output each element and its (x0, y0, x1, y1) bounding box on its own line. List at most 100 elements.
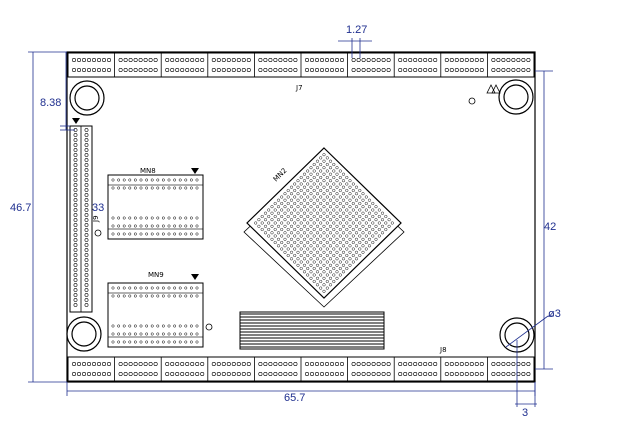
bga-ball (312, 188, 316, 193)
ball-pad (145, 232, 149, 236)
ball-pad (156, 294, 160, 298)
bga-ball (345, 240, 349, 245)
bga-ball (322, 185, 326, 189)
bga-ball (364, 208, 368, 212)
bga-ball (312, 253, 316, 258)
pin-hole (521, 361, 526, 366)
bga-ball (335, 218, 339, 222)
pin-hole (408, 57, 413, 62)
pin-hole (334, 371, 339, 376)
pin1-marker-icon (191, 168, 199, 174)
pin-hole (268, 68, 273, 73)
pin-hole (236, 361, 241, 366)
pin-hole (73, 153, 78, 157)
bga-ball (267, 208, 271, 212)
pin-hole (143, 57, 148, 62)
bga-ball (309, 224, 313, 228)
pin-hole (526, 57, 531, 62)
bga-ball (312, 208, 316, 212)
bga-ball (325, 260, 329, 264)
pin-hole (73, 293, 78, 297)
pin-hole (278, 371, 283, 376)
ball-pad (117, 178, 121, 182)
bga-ball (325, 195, 329, 199)
bga-ball (345, 221, 349, 225)
bga-ball (293, 227, 297, 232)
pin-hole (241, 371, 246, 376)
pin-hole (84, 278, 89, 282)
bga-ball (338, 182, 342, 186)
pin-hole (73, 248, 78, 252)
ball-pad (184, 216, 188, 220)
bga-ball (319, 208, 323, 212)
bga-ball (328, 166, 333, 170)
chip-upper (107, 168, 204, 240)
bga-ball (293, 214, 297, 219)
pin-hole (319, 361, 324, 366)
mounting-hole-top-left (69, 80, 105, 116)
pin-hole (263, 361, 268, 366)
bga-ball (354, 237, 359, 241)
ball-pad (161, 224, 165, 228)
ball-pad (133, 232, 137, 236)
pin-hole (491, 68, 496, 73)
bga-ball (283, 237, 287, 241)
bga-ball (267, 214, 271, 219)
bga-ball (332, 169, 336, 173)
bga-ball (309, 263, 313, 267)
bga-ball (260, 214, 264, 219)
bga-ball (338, 175, 342, 180)
bga-ball (328, 276, 333, 280)
pin-hole (241, 361, 246, 366)
ball-pad (111, 224, 115, 228)
pin-hole (84, 293, 89, 297)
pin-hole (506, 68, 511, 73)
pin-hole (376, 371, 381, 376)
bga-ball (319, 253, 323, 258)
pin-hole (82, 68, 87, 73)
bga-ball (351, 214, 355, 219)
bga-ball (335, 263, 339, 267)
bga-ball (358, 221, 362, 225)
pin-hole (123, 371, 128, 376)
bga-ball (299, 188, 303, 193)
bga-ball (302, 250, 307, 254)
bga-ball (384, 221, 388, 225)
pin-hole (73, 268, 78, 272)
pin-hole (180, 361, 185, 366)
bga-ball (348, 185, 352, 189)
bga-ball (315, 263, 320, 267)
bga-ball (335, 250, 339, 254)
pin-hole (84, 223, 89, 227)
bga-ball (276, 237, 281, 241)
bga-ball (302, 231, 307, 235)
bga-ball (289, 257, 294, 261)
pin-hole (258, 68, 263, 73)
dim-board-width-label: 65.7 (284, 392, 305, 404)
bga-ball (332, 234, 336, 238)
pin-hole (102, 361, 107, 366)
bga-ball (296, 224, 300, 228)
ball-pad (111, 186, 115, 190)
pin-hole (73, 163, 78, 167)
bga-ball (351, 201, 355, 206)
pin-hole (386, 371, 391, 376)
bga-ball (380, 224, 385, 228)
pin-hole (84, 208, 89, 212)
bga-ball (328, 224, 333, 228)
bga-ball (306, 253, 310, 258)
bga-ball (293, 201, 297, 206)
pin-hole (351, 361, 356, 366)
bga-ball (302, 244, 307, 248)
bga-ball (309, 211, 313, 215)
pin-hole (398, 68, 403, 73)
ball-pad (156, 224, 160, 228)
bga-ball (315, 270, 320, 274)
bga-ball (332, 253, 336, 258)
ball-pad (139, 324, 143, 328)
pin-hole (84, 143, 89, 147)
bga-ball (374, 218, 378, 222)
ball-pad (173, 340, 177, 344)
pin-hole (334, 68, 339, 73)
pin-hole (84, 133, 89, 137)
